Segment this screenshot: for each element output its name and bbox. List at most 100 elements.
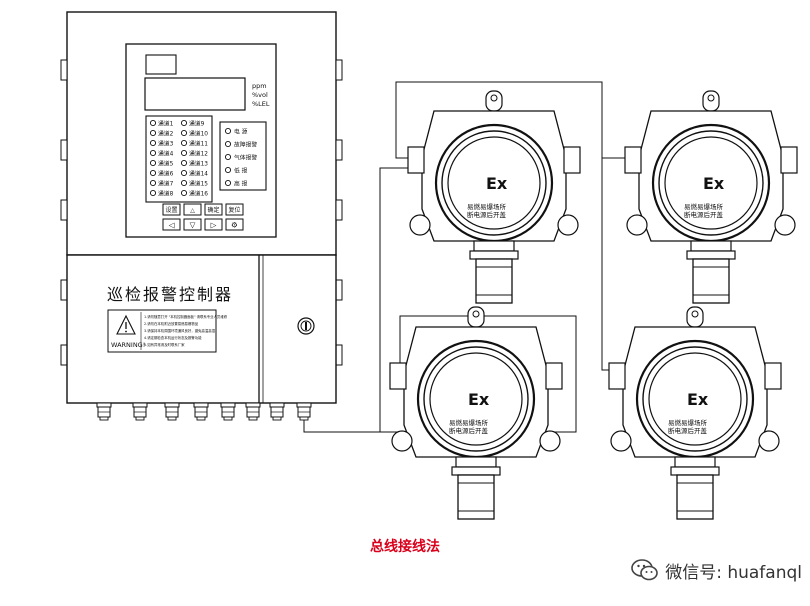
- channel-label: 通道15: [189, 179, 208, 187]
- detector-3-label-line2: 断电源后开盖: [449, 426, 489, 435]
- detector-2-ex-mark: Ex: [703, 174, 725, 193]
- detector-1-ex-mark: Ex: [486, 174, 508, 193]
- status-led: [224, 179, 232, 187]
- channel-led: [149, 189, 157, 197]
- channel-label: 通道3: [158, 139, 174, 147]
- channel-label: 通道14: [189, 169, 208, 177]
- status-led: [224, 166, 232, 174]
- keypad-button-label: 复位: [228, 206, 240, 214]
- cable-gland: [193, 402, 209, 421]
- keypad-arrow-button[interactable]: ⚙: [225, 218, 244, 231]
- cable-gland: [96, 402, 112, 421]
- channel-led: [180, 119, 188, 127]
- channel-led: [180, 159, 188, 167]
- channel-label: 通道6: [158, 169, 174, 177]
- cable-gland: [269, 402, 285, 421]
- detector-2-label-line2: 断电源后开盖: [684, 210, 724, 219]
- channel-led: [149, 139, 157, 147]
- channel-label: 通道5: [158, 159, 174, 167]
- keypad-button[interactable]: △: [183, 203, 202, 216]
- wechat-id-text: 微信号: huafanql: [665, 562, 802, 583]
- keypad: 设置 △ 确定 复位 ◁ ▽ ▷ ⚙: [162, 203, 244, 231]
- unit-lel: %LEL: [252, 100, 270, 108]
- channel-label: 通道12: [189, 149, 208, 157]
- channel-lights: 通道1通道2通道3通道4通道5通道6通道7通道8通道9通道10通道11通道12通…: [149, 119, 208, 197]
- detector-3-label-line1: 易燃易爆场所: [449, 418, 489, 427]
- channel-led: [180, 139, 188, 147]
- detector-4-label-line2: 断电源后开盖: [668, 426, 708, 435]
- warning-triangle-icon: [116, 314, 136, 335]
- cable-gland: [132, 402, 148, 421]
- status-led: [224, 127, 232, 135]
- detector-4-label-line1: 易燃易爆场所: [668, 418, 708, 427]
- keypad-arrow-button[interactable]: ◁: [162, 218, 181, 231]
- channel-led: [149, 129, 157, 137]
- status-label: 高 报: [234, 179, 248, 187]
- channel-label: 通道16: [189, 189, 208, 197]
- channel-led: [180, 129, 188, 137]
- controller: ppm %vol %LEL 通道1 通道2 通道3 通道4 通道5 通道6 通道7 通道8 通道…: [60, 11, 343, 421]
- warning-line: 2.请勿在本机附近放置易燃易爆物品: [144, 321, 199, 326]
- channel-label: 通道13: [189, 159, 208, 167]
- status-label: 低 报: [234, 166, 248, 174]
- keypad-button-label: △: [190, 207, 195, 214]
- display-main-window: [144, 77, 246, 111]
- channel-led: [149, 119, 157, 127]
- warning-line: 5.如有异常请及时联系厂家: [144, 342, 185, 347]
- status-led: [224, 153, 232, 161]
- keypad-button[interactable]: 复位: [225, 203, 244, 216]
- keypad-arrow-button[interactable]: ▷: [204, 218, 223, 231]
- wechat-logo-icon: [631, 559, 659, 581]
- cable-gland: [220, 402, 236, 421]
- channel-label: 通道1: [158, 119, 174, 127]
- channel-label: 通道7: [158, 179, 174, 187]
- channel-label: 通道9: [189, 119, 205, 127]
- channel-label: 通道2: [158, 129, 174, 137]
- channel-led: [180, 169, 188, 177]
- keypad-arrow-label: ◁: [169, 221, 175, 230]
- channel-label: 通道8: [158, 189, 174, 197]
- cable-glands: [96, 402, 312, 421]
- channel-led: [180, 149, 188, 157]
- warning-label: WARNING!: [111, 341, 145, 349]
- controller-title: 巡检报警控制器: [107, 285, 233, 304]
- keypad-arrow-label: ⚙: [231, 221, 238, 230]
- detector-1-label-line2: 断电源后开盖: [467, 210, 507, 219]
- keyhole-icon[interactable]: [297, 317, 315, 335]
- channel-led: [149, 159, 157, 167]
- channel-led: [149, 149, 157, 157]
- warning-line: 4.请定期检查本机运行状态及报警功能: [144, 335, 202, 340]
- warning-text-lines: 1.请勿随意打开 "本机控制器面板" 请联系专业人员维修2.请勿在本机附近放置易…: [144, 314, 228, 347]
- unit-ppm: ppm: [252, 82, 267, 90]
- unit-vol: %vol: [252, 91, 268, 99]
- keypad-button-label: 确定: [207, 206, 219, 214]
- detector-1: Ex 易燃易爆场所 断电源后开盖: [406, 89, 582, 305]
- detector-2-label-line1: 易燃易爆场所: [684, 202, 724, 211]
- keypad-button[interactable]: 设置: [162, 203, 181, 216]
- controller-hinges: [60, 59, 343, 366]
- status-label: 气体报警: [234, 153, 257, 161]
- cable-gland: [296, 402, 312, 421]
- warning-line: 3.请保持本机周围环境通风良好，避免高温高湿: [144, 328, 216, 333]
- channel-led: [180, 189, 188, 197]
- detector-1-label-line1: 易燃易爆场所: [467, 202, 507, 211]
- detector-3-ex-mark: Ex: [468, 390, 490, 409]
- detector-4: Ex 易燃易爆场所 断电源后开盖: [607, 305, 783, 521]
- detector-2: Ex 易燃易爆场所 断电源后开盖: [623, 89, 799, 305]
- display-small-window: [145, 54, 177, 75]
- channel-led: [180, 179, 188, 187]
- channel-indicator-panel: [145, 115, 213, 203]
- detector-3: Ex 易燃易爆场所 断电源后开盖: [388, 305, 564, 521]
- channel-led: [149, 179, 157, 187]
- wechat-watermark: 微信号: huafanql: [631, 556, 802, 584]
- keypad-arrow-button[interactable]: ▽: [183, 218, 202, 231]
- channel-label: 通道4: [158, 149, 174, 157]
- status-led: [224, 140, 232, 148]
- status-label: 电 源: [234, 127, 248, 135]
- keypad-arrow-label: ▽: [190, 221, 196, 230]
- keypad-button[interactable]: 确定: [204, 203, 223, 216]
- cable-gland: [164, 402, 180, 421]
- cable-gland: [245, 402, 261, 421]
